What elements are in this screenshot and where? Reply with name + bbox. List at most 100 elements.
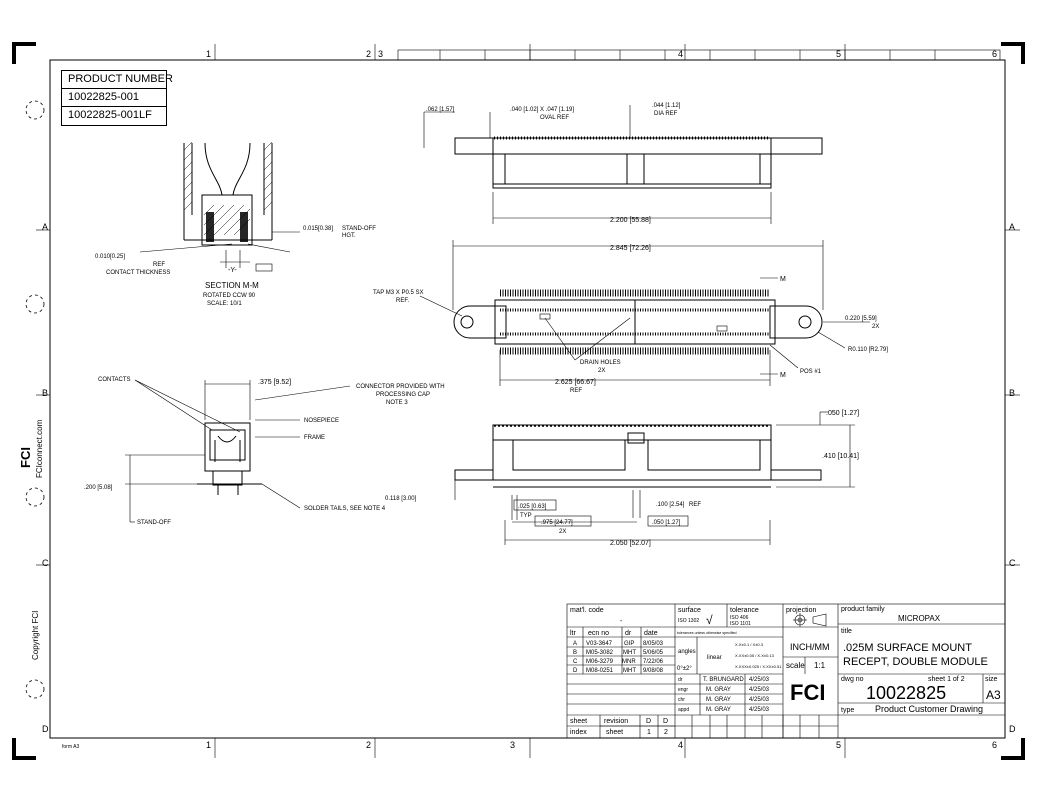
tb-units: INCH/MM [790, 642, 830, 652]
zone-top-3: 3 [378, 49, 383, 59]
tb-rev-d2: D [663, 718, 668, 725]
product-number-header: PRODUCT NUMBER [62, 71, 173, 89]
plan-tap: TAP M3 X P0.5 SX [373, 290, 423, 296]
zone-right-a: A [1009, 222, 1015, 232]
border-frame [49, 59, 1006, 739]
end-dim-375: .375 [9.52] [258, 379, 291, 386]
rev-d-date: 9/08/08 [643, 668, 664, 674]
tb-product-family-label: product family [841, 606, 885, 613]
rev-b-ltr: B [573, 650, 577, 656]
tb-title-line1: .025M SURFACE MOUNT [843, 642, 972, 654]
rev-d-ltr: D [573, 668, 578, 674]
sign-engr-role: engr [678, 687, 688, 693]
end-view: CONTACTS .375 [9.52] CONNECTOR PROVIDED … [84, 377, 445, 526]
rev-a-date: 8/05/03 [643, 641, 664, 647]
front-ref: REF [689, 502, 701, 508]
section-datum: -Y- [228, 267, 237, 274]
sign-appd-name: M. GRAY [706, 707, 731, 713]
product-number-2: 10022825-001LF [68, 109, 152, 121]
section-standoff-dim: 0.015[0.38] [303, 226, 333, 232]
tb-matl-code-label: mat'l. code [570, 607, 604, 614]
tb-rev-h-ecn: ecn no [588, 630, 609, 637]
tb-tol-std1: ISO 406 [730, 615, 749, 621]
plan-drain: DRAIN HOLES [580, 360, 621, 366]
tb-linear-label: linear [707, 655, 722, 661]
tb-dwg-no-label: dwg no [841, 676, 864, 683]
contact-rows [500, 289, 770, 355]
tb-tol-note: tolerances unless otherwise specified [677, 631, 737, 635]
side-logo: FCI [18, 447, 33, 468]
zone-left-b: B [42, 388, 48, 398]
plan-m-bottom: M [780, 372, 786, 379]
zone-top-5: 5 [836, 49, 841, 59]
zone-top-1: 1 [206, 49, 211, 59]
rev-a-ecn: V03-3647 [586, 641, 613, 647]
tb-rev-h-ltr: ltr [570, 630, 577, 637]
end-frame: FRAME [304, 435, 325, 441]
tb-angles-value: 0°±2° [677, 666, 692, 672]
tb-rev-d1: D [646, 718, 651, 725]
sign-dr-date: 4/25/03 [749, 677, 770, 683]
zone-bottom-1: 1 [206, 740, 211, 750]
plan-dim-2625: 2.625 [66.67] [555, 379, 596, 386]
surface-finish-icon: √ [706, 613, 713, 627]
tb-title-line2: RECEPT, DOUBLE MODULE [843, 656, 988, 668]
tb-angles-label: angles [678, 649, 696, 655]
section-rotated: ROTATED CCW 90 [203, 293, 256, 299]
tb-revision-label: revision [604, 718, 628, 725]
end-connector: CONNECTOR PROVIDED WITH [356, 384, 445, 390]
sign-chr-role: chr [678, 697, 685, 703]
end-dim-0118: 0.118 [3.00] [385, 496, 417, 502]
tb-matl-code-value: - [620, 618, 623, 625]
section-contact-thickness: CONTACT THICKNESS [106, 270, 170, 276]
top-dim-dia: .044 [1.12] [652, 103, 681, 109]
zone-top-2: 2 [366, 49, 371, 59]
top-dim-oval: .040 [1.02] X .047 [1.19] [510, 107, 574, 113]
tb-rev-s2: 2 [664, 729, 668, 736]
section-ref-dim: 0.010[0.25] [95, 254, 125, 260]
front-typ: TYP [520, 513, 532, 519]
tb-sheet-label: sheet [570, 718, 587, 725]
plan-dim-2845: 2.845 [72.26] [610, 245, 651, 252]
rev-c-ecn: M06-3279 [586, 659, 614, 665]
tb-linear-2: X.XX±0.05 / X.X±0.13 [735, 653, 775, 658]
plan-pos1: POS #1 [800, 369, 822, 375]
title-block: mat'l. code - surface ISO 1302 √ toleran… [566, 603, 1006, 739]
zone-bottom-3: 3 [510, 740, 515, 750]
zone-top-4: 4 [678, 49, 683, 59]
top-view: .062 [1.57] .040 [1.02] X .047 [1.19] OV… [423, 103, 823, 224]
front-dim-100: .100 [2.54] [656, 502, 685, 508]
projection-icon [793, 613, 827, 627]
side-copyright: Copyright FCI [31, 611, 40, 660]
sign-engr-name: M. GRAY [706, 687, 731, 693]
section-view: 0.010[0.25] REF CONTACT THICKNESS 0.015[… [95, 141, 376, 307]
tb-title-label: title [841, 628, 852, 635]
rev-c-dr: MNR [622, 659, 636, 665]
sign-chr-date: 4/25/03 [749, 697, 770, 703]
top-dim-062: .062 [1.57] [426, 107, 455, 113]
tb-tol-std2: ISO 1101 [730, 621, 751, 627]
end-note3: NOTE 3 [386, 400, 408, 406]
zone-right-c: C [1009, 558, 1016, 568]
tb-surface-std: ISO 1302 [678, 618, 699, 624]
sign-chr-name: M. GRAY [706, 697, 731, 703]
sign-appd-role: appd [678, 707, 689, 713]
end-standoff: STAND-OFF [137, 520, 171, 526]
plan-dim-2x: 2X [872, 324, 879, 330]
sign-dr-name: T. BRUNGARD [703, 677, 744, 683]
end-solder: SOLDER TAILS, SEE NOTE 4 [304, 506, 386, 512]
tb-type-label: type [841, 707, 854, 714]
zone-left-a: A [42, 222, 48, 232]
tb-logo: FCI [790, 680, 825, 705]
tb-rev-sheet-label: sheet [606, 729, 623, 736]
zone-bottom-2: 2 [366, 740, 371, 750]
tb-rev-h-dr: dr [625, 630, 632, 637]
front-dim-050b: .050 [1.27] [652, 520, 681, 526]
plan-radius: R0.110 [R2.79] [848, 347, 888, 353]
end-processing: PROCESSING CAP [376, 392, 430, 398]
front-dim-975-2x: 2X [559, 529, 566, 535]
tb-rev-s1: 1 [647, 729, 651, 736]
rev-c-ltr: C [573, 659, 578, 665]
tb-linear-3: X.XXX±0.025 / X.XX±0.51 [735, 664, 782, 669]
